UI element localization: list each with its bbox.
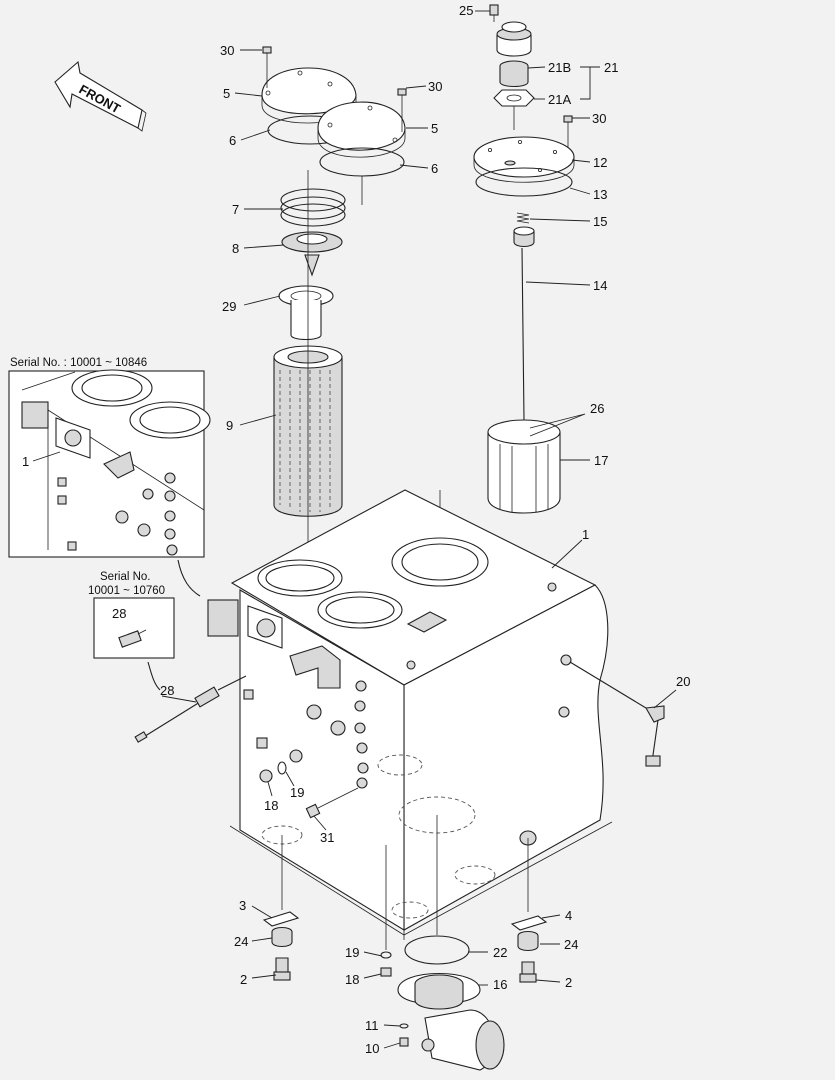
- callout-26: 26: [590, 401, 604, 416]
- switch-31: [305, 787, 359, 819]
- callout-4: 4: [565, 908, 572, 923]
- callout-22: 22: [493, 945, 507, 960]
- callout-10: 10: [365, 1041, 379, 1056]
- callout-24-left: 24: [234, 934, 248, 949]
- callout-21B: 21B: [548, 60, 571, 75]
- front-arrow: FRONT: [54, 60, 147, 132]
- callout-5-right: 5: [431, 121, 438, 136]
- snap-ring-7: [280, 188, 346, 227]
- level-gauge-20: [569, 661, 665, 767]
- valve-8: [281, 231, 343, 277]
- callout-12: 12: [593, 155, 607, 170]
- callout-20: 20: [676, 674, 690, 689]
- callout-24-right: 24: [564, 937, 578, 952]
- callout-30-right: 30: [592, 111, 606, 126]
- outlet-flange-16: [397, 972, 505, 1071]
- bolt-30-right: [563, 115, 573, 150]
- callout-15: 15: [593, 214, 607, 229]
- inset-serial-10846: [8, 369, 211, 558]
- strainer-29: [278, 285, 334, 341]
- callout-labels: 25 21B 21 21A 30 30 30 5 5 6 6 12 13 7 1…: [160, 3, 690, 1056]
- inset-callout-1: 1: [22, 454, 29, 469]
- callout-28: 28: [160, 683, 174, 698]
- callout-9: 9: [226, 418, 233, 433]
- callout-19-bottom: 19: [345, 945, 359, 960]
- callout-19-side: 19: [290, 785, 304, 800]
- inset-pointer-top: [177, 559, 201, 597]
- callout-14: 14: [593, 278, 607, 293]
- callout-21: 21: [604, 60, 618, 75]
- callout-2-right: 2: [565, 975, 572, 990]
- callout-25: 25: [459, 3, 473, 18]
- o-ring-22: [404, 935, 470, 965]
- callout-7: 7: [232, 202, 239, 217]
- hydraulic-tank-1: [207, 489, 613, 940]
- bracket-4: [510, 915, 548, 983]
- inset-pointer-small: [147, 661, 161, 691]
- filter-17: [487, 419, 561, 514]
- inset-title-10846: Serial No. : 10001 ~ 10846: [10, 357, 147, 369]
- callout-29: 29: [222, 299, 236, 314]
- breather-cap-25: [489, 4, 532, 57]
- inset-callout-28: 28: [112, 606, 126, 621]
- plug-18-19-bottom: [380, 951, 392, 977]
- callout-8: 8: [232, 241, 239, 256]
- callout-11: 11: [365, 1018, 379, 1033]
- spring-15: [516, 212, 530, 224]
- callout-21A: 21A: [548, 92, 571, 107]
- plate-21A: [493, 89, 535, 107]
- callout-17: 17: [594, 453, 608, 468]
- callout-1: 1: [582, 527, 589, 542]
- callout-31: 31: [320, 830, 334, 845]
- callout-13: 13: [593, 187, 607, 202]
- callout-6-left: 6: [229, 133, 236, 148]
- bolt-10-11: [399, 1023, 409, 1047]
- callout-18-side: 18: [264, 798, 278, 813]
- callout-16: 16: [493, 977, 507, 992]
- callout-2-left: 2: [240, 972, 247, 987]
- plug-18-19-side: [259, 761, 287, 783]
- callout-6-right: 6: [431, 161, 438, 176]
- bracket-3: [262, 911, 300, 981]
- tank-cover-right: [317, 101, 406, 177]
- callout-18-bottom: 18: [345, 972, 359, 987]
- o-ring-13: [475, 167, 573, 197]
- cover-12: [473, 136, 575, 183]
- bolt-30-left: [262, 46, 272, 88]
- sensor-28: [134, 675, 247, 743]
- inset-title-line1: Serial No.: [100, 571, 151, 583]
- callout-5-left: 5: [223, 86, 230, 101]
- dipstick-14: [513, 226, 535, 421]
- inset-title-line2: 10001 ~ 10760: [88, 585, 165, 597]
- filter-21B: [499, 60, 529, 88]
- inset-serial-10760: [93, 597, 175, 659]
- callout-30-mid: 30: [428, 79, 442, 94]
- callout-3: 3: [239, 898, 246, 913]
- leader-lines: [32, 10, 677, 1049]
- callout-30-left: 30: [220, 43, 234, 58]
- bolt-30-mid: [397, 88, 407, 132]
